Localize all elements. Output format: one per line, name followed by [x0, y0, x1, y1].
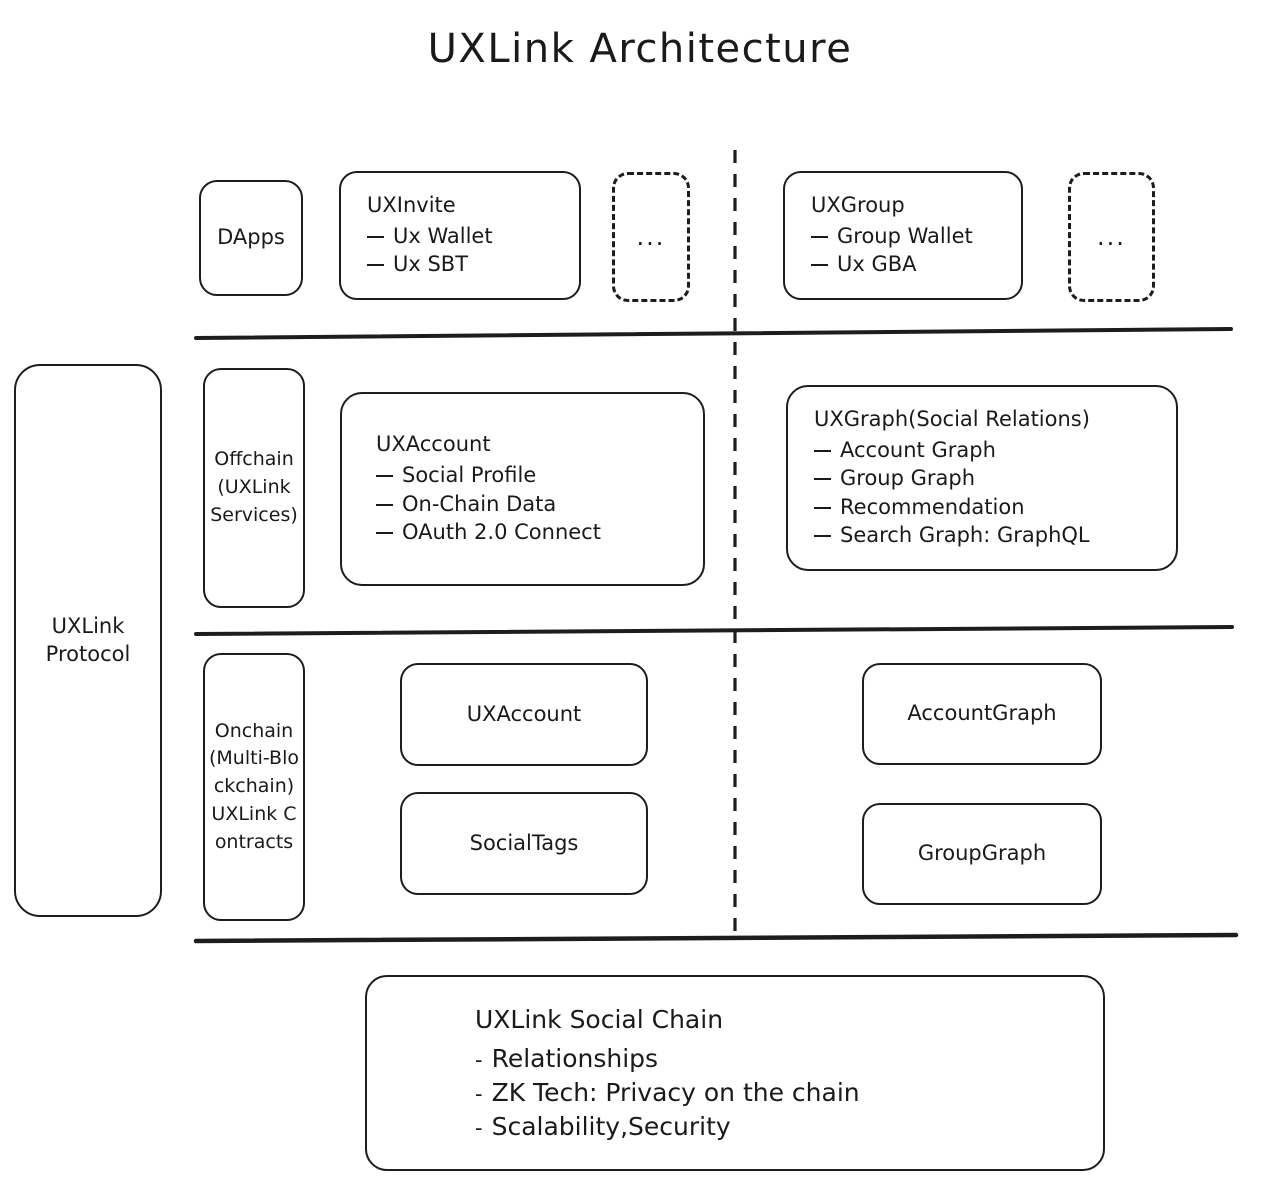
uxgraph-item-label: Recommendation [840, 494, 1025, 519]
uxinvite-item-list: Ux Wallet Ux SBT [367, 222, 579, 279]
accountgraph-label: AccountGraph [907, 701, 1057, 726]
list-item: -Scalability,Security [475, 1110, 1103, 1144]
list-item: -Relationships [475, 1042, 1103, 1076]
dapps-box[interactable]: DApps [199, 180, 303, 296]
uxaccount-offchain-title: UXAccount [376, 432, 491, 457]
social-chain-item-label: ZK Tech: Privacy on the chain [491, 1077, 860, 1107]
uxaccount-onchain-box[interactable]: UXAccount [400, 663, 648, 766]
uxgraph-item-label: Search Graph: GraphQL [840, 523, 1090, 548]
list-item: Recommendation [814, 493, 1176, 522]
social-chain-item-label: Relationships [491, 1043, 659, 1073]
social-chain-item-list: -Relationships -ZK Tech: Privacy on the … [475, 1042, 1103, 1144]
social-chain-item-label: Scalability,Security [491, 1111, 731, 1141]
divider-line-onchain-chain [193, 932, 1239, 944]
uxgraph-item-label: Account Graph [840, 437, 996, 462]
hyphen-bullet-icon: - [475, 1081, 483, 1106]
uxinvite-box[interactable]: UXInvite Ux Wallet Ux SBT [339, 171, 581, 300]
more-apps-left-box[interactable]: ... [612, 172, 690, 302]
hyphen-bullet-icon: - [475, 1047, 483, 1072]
uxaccount-offchain-item-label: On-Chain Data [402, 491, 557, 516]
dash-bullet-icon [814, 478, 831, 481]
socialtags-box[interactable]: SocialTags [400, 792, 648, 895]
offchain-side-label: Offchain (UXLink Services) [210, 448, 298, 526]
uxinvite-title: UXInvite [367, 193, 456, 218]
list-item: Account Graph [814, 436, 1176, 465]
list-item: OAuth 2.0 Connect [376, 518, 703, 547]
groupgraph-box[interactable]: GroupGraph [862, 803, 1102, 905]
list-item: Search Graph: GraphQL [814, 521, 1176, 550]
uxgroup-item-list: Group Wallet Ux GBA [811, 222, 1021, 279]
divider-line-offchain-onchain [194, 625, 1234, 636]
dash-bullet-icon [367, 235, 384, 238]
socialtags-label: SocialTags [469, 830, 579, 855]
uxgraph-item-list: Account Graph Group Graph Recommendation… [814, 436, 1176, 550]
onchain-side-label: Onchain (Multi-Blockchain) UXLink Contra… [209, 719, 299, 853]
list-item: Ux SBT [367, 250, 579, 279]
dash-bullet-icon [376, 475, 393, 478]
uxgraph-item-label: Group Graph [840, 466, 976, 491]
divider-line-application-offchain [194, 327, 1233, 340]
dash-bullet-icon [367, 264, 384, 267]
dash-bullet-icon [376, 532, 393, 535]
uxgroup-box[interactable]: UXGroup Group Wallet Ux GBA [783, 171, 1023, 300]
list-item: Ux Wallet [367, 222, 579, 251]
uxlink-social-chain-box[interactable]: UXLink Social Chain -Relationships -ZK T… [365, 975, 1105, 1171]
uxaccount-offchain-item-label: Social Profile [402, 463, 537, 488]
list-item: Ux GBA [811, 250, 1021, 279]
dash-bullet-icon [814, 535, 831, 538]
social-chain-title: UXLink Social Chain [475, 1004, 724, 1034]
uxlink-protocol-box[interactable]: UXLink Protocol [14, 364, 162, 917]
more-apps-right-box[interactable]: ... [1068, 172, 1155, 302]
accountgraph-box[interactable]: AccountGraph [862, 663, 1102, 765]
dash-bullet-icon [814, 506, 831, 509]
dapps-label: DApps [217, 225, 285, 250]
uxaccount-offchain-item-list: Social Profile On-Chain Data OAuth 2.0 C… [376, 461, 703, 547]
uxlink-protocol-label-line2: Protocol [45, 641, 131, 666]
page-title: UXLink Architecture [427, 26, 853, 72]
hyphen-bullet-icon: - [475, 1115, 483, 1140]
list-item: Group Wallet [811, 222, 1021, 251]
uxgroup-title: UXGroup [811, 193, 905, 218]
list-item: -ZK Tech: Privacy on the chain [475, 1076, 1103, 1110]
uxgraph-box[interactable]: UXGraph(Social Relations) Account Graph … [786, 385, 1178, 571]
uxaccount-offchain-item-label: OAuth 2.0 Connect [402, 520, 601, 545]
dash-bullet-icon [811, 264, 828, 267]
dash-bullet-icon [814, 449, 831, 452]
dash-bullet-icon [811, 235, 828, 238]
list-item: On-Chain Data [376, 490, 703, 519]
uxinvite-item-label: Ux Wallet [393, 223, 493, 248]
uxgraph-title: UXGraph(Social Relations) [814, 407, 1090, 432]
ellipsis-label: ... [636, 223, 666, 251]
offchain-side-label-box[interactable]: Offchain (UXLink Services) [203, 368, 305, 608]
uxaccount-onchain-label: UXAccount [466, 701, 582, 726]
uxinvite-item-label: Ux SBT [393, 252, 469, 277]
uxlink-protocol-label-line1: UXLink [51, 613, 125, 638]
uxgroup-item-label: Ux GBA [837, 252, 917, 277]
list-item: Group Graph [814, 464, 1176, 493]
list-item: Social Profile [376, 461, 703, 490]
onchain-side-label-box[interactable]: Onchain (Multi-Blockchain) UXLink Contra… [203, 653, 305, 921]
uxaccount-offchain-box[interactable]: UXAccount Social Profile On-Chain Data O… [340, 392, 705, 586]
dash-bullet-icon [376, 503, 393, 506]
uxgroup-item-label: Group Wallet [837, 223, 973, 248]
ellipsis-label: ... [1097, 223, 1126, 251]
groupgraph-label: GroupGraph [917, 841, 1047, 866]
